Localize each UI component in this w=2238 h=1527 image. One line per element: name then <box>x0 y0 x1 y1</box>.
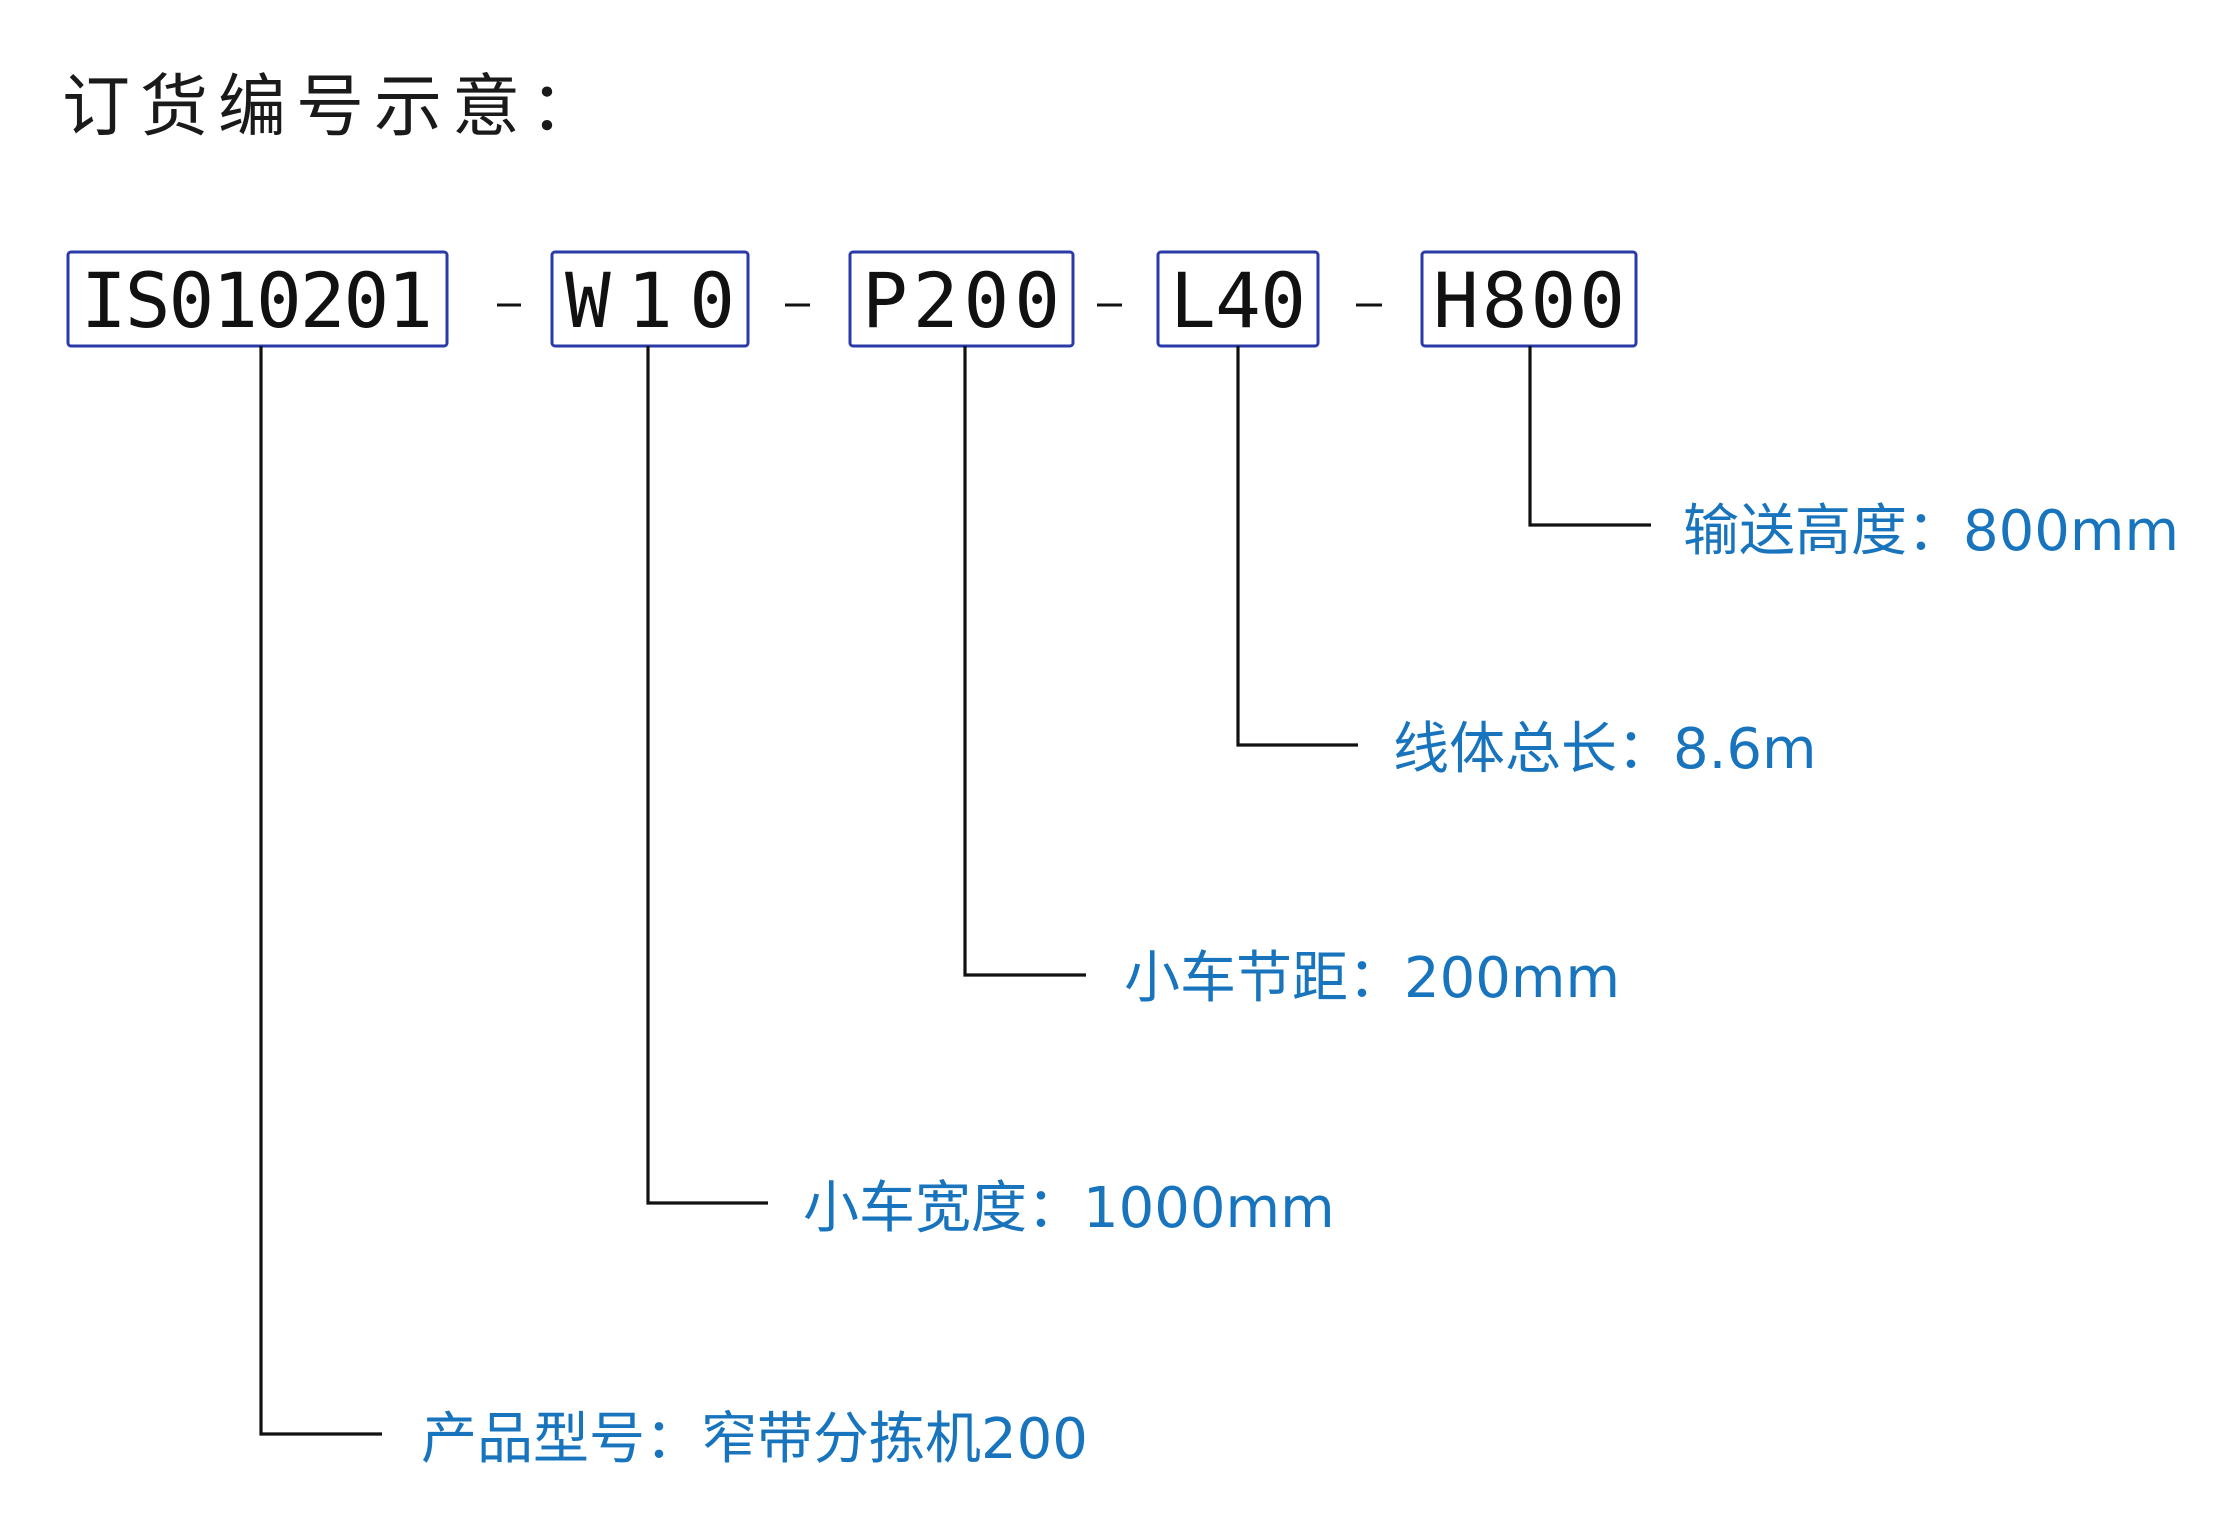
label-cart-width: 小车宽度：1000mm <box>803 1176 1335 1241</box>
leader-line-height <box>1528 346 1651 527</box>
code-text-length: L40 <box>1170 256 1306 345</box>
code-segment-pitch: P200 <box>848 250 1075 348</box>
code-box-pitch <box>848 250 1075 348</box>
label-conveying-height: 输送高度：800mm <box>1683 499 2179 564</box>
code-box-width <box>550 250 750 348</box>
code-segment-height: H800 <box>1420 250 1638 348</box>
leader-line-width <box>646 346 768 1205</box>
code-segment-product: IS010201 <box>66 250 449 348</box>
leader-line-product <box>259 346 382 1436</box>
code-text-width: W10 <box>565 256 735 345</box>
leader-line-pitch <box>963 346 1086 977</box>
leader-line-length <box>1236 346 1358 747</box>
label-line-length: 线体总长：8.6m <box>1393 717 1817 782</box>
label-cart-pitch: 小车节距：200mm <box>1124 946 1620 1011</box>
diagram-title: 订货编号示意： <box>62 68 608 147</box>
code-text-product: IS010201 <box>81 256 433 345</box>
code-box-product <box>66 250 449 348</box>
label-product-model: 产品型号：窄带分拣机200 <box>421 1407 1088 1472</box>
code-segment-length: L40 <box>1156 250 1320 348</box>
code-segment-width: W10 <box>550 250 750 348</box>
